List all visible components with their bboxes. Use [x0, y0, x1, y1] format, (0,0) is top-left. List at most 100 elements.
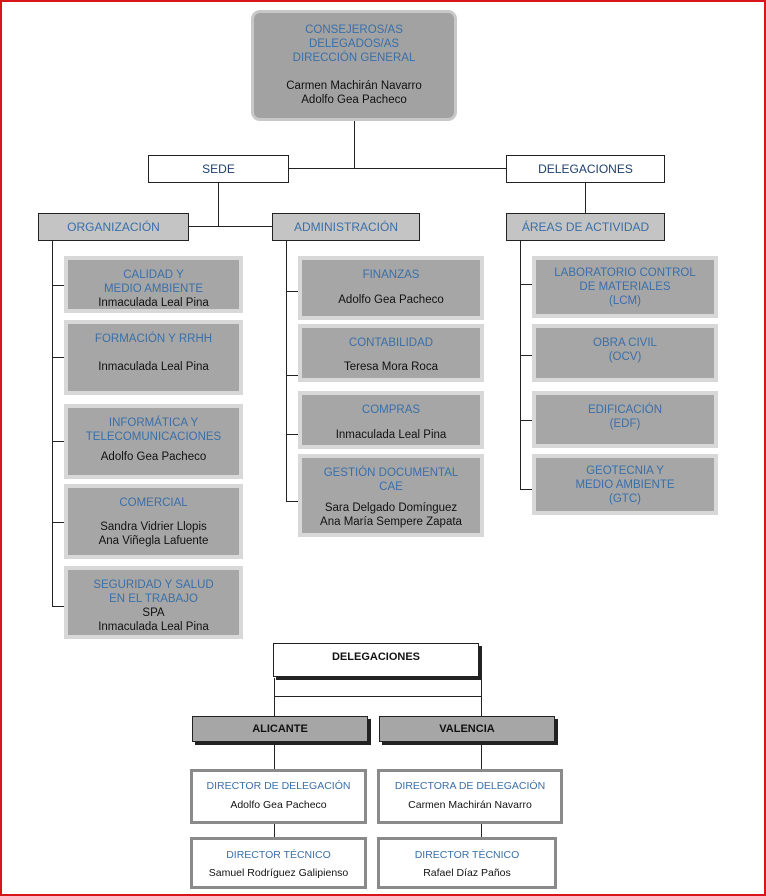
unit-edf: EDIFICACIÓN (EDF)	[532, 391, 718, 448]
connector	[52, 606, 65, 607]
unit-lcm: LABORATORIO CONTROL DE MATERIALES (LCM)	[532, 256, 718, 318]
role-label: DIRECTOR DE DELEGACIÓN	[206, 780, 351, 792]
person-name: Inmaculada Leal Pina	[98, 361, 209, 373]
unit-title: (EDF)	[609, 418, 641, 430]
title-line: DIRECCIÓN GENERAL	[292, 52, 416, 64]
unit-seguridad: SEGURIDAD Y SALUD EN EL TRABAJO SPA Inma…	[64, 566, 243, 639]
unit-compras: COMPRAS Inmaculada Leal Pina	[298, 391, 484, 449]
person-name: Teresa Mora Roca	[344, 361, 438, 373]
connector	[288, 168, 506, 169]
connector	[481, 742, 482, 770]
connector	[188, 226, 272, 227]
unit-title: GEOTECNIA Y	[586, 465, 664, 477]
role-label: DIRECTOR TÉCNICO	[414, 849, 520, 861]
alicante-director-box: DIRECTOR DE DELEGACIÓN Adolfo Gea Pachec…	[190, 769, 367, 824]
connector	[274, 696, 482, 697]
connector	[286, 240, 287, 502]
unit-ocv: OBRA CIVIL (OCV)	[532, 324, 718, 382]
connector	[520, 420, 532, 421]
valencia-tecnico-box: DIRECTOR TÉCNICO Rafael Díaz Paños	[377, 837, 557, 889]
unit-title: (GTC)	[609, 493, 641, 505]
connector	[520, 284, 532, 285]
title-line: DELEGADOS/AS	[308, 38, 400, 50]
direccion-general-box: CONSEJEROS/AS DELEGADOS/AS DIRECCIÓN GEN…	[251, 10, 457, 121]
connector	[481, 678, 482, 716]
connector	[52, 441, 65, 442]
areas-actividad-box: ÁREAS DE ACTIVIDAD	[506, 213, 665, 241]
person-name: Sara Delgado Domínguez	[324, 502, 458, 514]
person-name: Inmaculada Leal Pina	[98, 621, 209, 633]
connector	[520, 240, 521, 490]
delegaciones-chart-title: DELEGACIONES	[273, 643, 479, 677]
unit-calidad: CALIDAD Y MEDIO AMBIENTE Inmaculada Leal…	[64, 256, 243, 313]
organizacion-box: ORGANIZACIÓN	[38, 213, 189, 241]
person-name: Sandra Vidrier Llopis	[100, 521, 207, 533]
unit-title: INFORMÁTICA Y	[108, 417, 199, 429]
connector	[286, 291, 298, 292]
unit-title: FORMACIÓN Y RRHH	[94, 333, 213, 345]
connector	[585, 182, 586, 213]
unit-title: CONTABILIDAD	[348, 337, 434, 349]
person-name: Adolfo Gea Pacheco	[100, 451, 207, 463]
unit-title: SEGURIDAD Y SALUD	[93, 579, 214, 591]
connector	[286, 434, 298, 435]
unit-title: COMPRAS	[361, 404, 421, 416]
valencia-box: VALENCIA	[379, 716, 555, 742]
unit-informatica: INFORMÁTICA Y TELECOMUNICACIONES Adolfo …	[64, 404, 243, 479]
connector	[52, 522, 65, 523]
unit-title: GESTIÓN DOCUMENTAL	[323, 467, 459, 479]
unit-contabilidad: CONTABILIDAD Teresa Mora Roca	[298, 324, 484, 382]
unit-title: FINANZAS	[362, 269, 420, 281]
unit-finanzas: FINANZAS Adolfo Gea Pacheco	[298, 256, 484, 320]
unit-title: OBRA CIVIL	[593, 337, 657, 349]
connector	[481, 823, 482, 837]
connector	[520, 489, 532, 490]
person-name: Rafael Díaz Paños	[423, 867, 511, 879]
connector	[286, 375, 298, 376]
connector	[52, 285, 65, 286]
person-name: Adolfo Gea Pacheco	[338, 294, 444, 306]
person-name: Inmaculada Leal Pina	[335, 429, 447, 441]
role-label: DIRECTORA DE DELEGACIÓN	[394, 780, 546, 792]
unit-title: (LCM)	[609, 295, 641, 307]
unit-title: (OCV)	[608, 351, 642, 363]
person-name: Carmen Machirán Navarro	[408, 799, 532, 811]
unit-title: CALIDAD Y	[123, 269, 184, 281]
title-line: CONSEJEROS/AS	[305, 24, 403, 36]
person-name: Inmaculada Leal Pina	[98, 297, 209, 309]
delegaciones-box: DELEGACIONES	[506, 155, 665, 183]
person-name: Adolfo Gea Pacheco	[230, 799, 327, 811]
person-name: Adolfo Gea Pacheco	[301, 94, 407, 106]
connector	[52, 357, 65, 358]
alicante-tecnico-box: DIRECTOR TÉCNICO Samuel Rodríguez Galipi…	[190, 837, 367, 889]
connector	[354, 120, 355, 169]
role-label: DIRECTOR TÉCNICO	[226, 849, 331, 861]
unit-title: EN EL TRABAJO	[109, 593, 198, 605]
unit-title: TELECOMUNICACIONES	[85, 431, 222, 443]
connector	[52, 240, 53, 607]
unit-title: MEDIO AMBIENTE	[103, 283, 204, 295]
connector	[274, 678, 275, 716]
person-name: SPA	[142, 607, 165, 619]
administracion-box: ADMINISTRACIÓN	[272, 213, 420, 241]
unit-formacion: FORMACIÓN Y RRHH Inmaculada Leal Pina	[64, 320, 243, 395]
unit-title: EDIFICACIÓN	[587, 404, 663, 416]
connector	[274, 742, 275, 770]
unit-title: MEDIO AMBIENTE	[575, 479, 675, 491]
unit-comercial: COMERCIAL Sandra Vidrier Llopis Ana Viñe…	[64, 484, 243, 559]
person-name: Ana María Sempere Zapata	[320, 516, 462, 528]
unit-gestion-documental: GESTIÓN DOCUMENTAL CAE Sara Delgado Domí…	[298, 454, 484, 537]
connector	[274, 823, 275, 837]
sede-box: SEDE	[148, 155, 289, 183]
person-name: Samuel Rodríguez Galipienso	[208, 867, 349, 879]
valencia-director-box: DIRECTORA DE DELEGACIÓN Carmen Machirán …	[377, 769, 563, 824]
person-name: Ana Viñegla Lafuente	[98, 535, 209, 547]
connector	[286, 501, 298, 502]
alicante-box: ALICANTE	[192, 716, 368, 742]
person-name: Carmen Machirán Navarro	[286, 80, 422, 92]
unit-title: COMERCIAL	[119, 497, 188, 509]
unit-title: DE MATERIALES	[579, 281, 671, 293]
unit-title: LABORATORIO CONTROL	[554, 267, 696, 279]
connector	[520, 355, 532, 356]
